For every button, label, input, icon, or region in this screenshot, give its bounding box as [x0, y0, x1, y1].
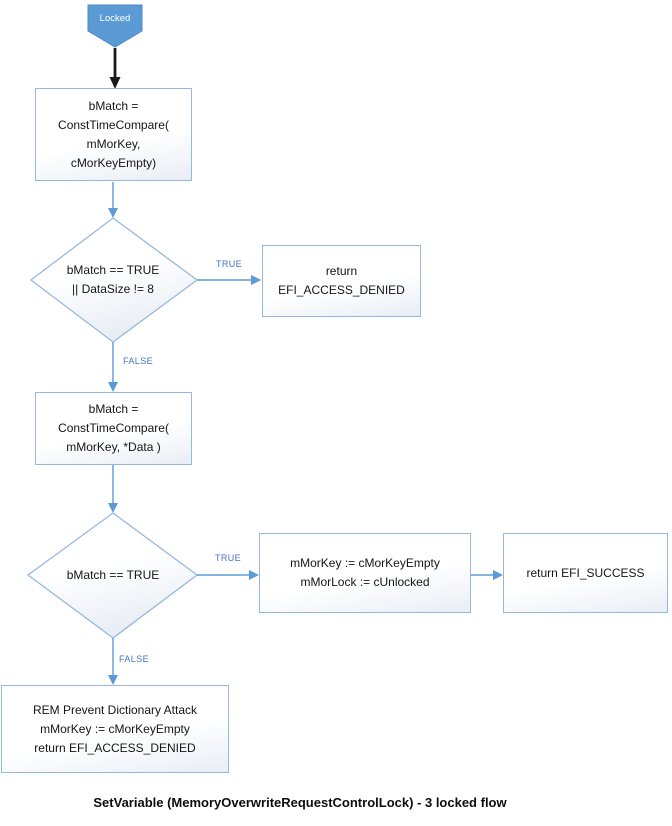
edge-arrowhead	[493, 570, 503, 580]
process-compare-empty: bMatch = ConstTimeCompare( mMorKey, cMor…	[35, 88, 192, 181]
process-compare-data: bMatch = ConstTimeCompare( mMorKey, *Dat…	[35, 392, 192, 465]
edge-label-decision1-true: TRUE	[215, 259, 243, 269]
process-access-denied-top: return EFI_ACCESS_DENIED	[262, 245, 421, 317]
edge-label-decision1-false: FALSE	[122, 356, 153, 366]
diagram-caption: SetVariable (MemoryOverwriteRequestContr…	[93, 795, 507, 810]
edge-arrowhead	[251, 275, 261, 285]
edge-label-decision2-false: FALSE	[118, 654, 149, 664]
start-node-shape	[87, 4, 143, 48]
edge-label-decision2-true: TRUE	[214, 553, 242, 563]
start-node-label: Locked	[99, 12, 131, 24]
edge-arrowhead	[108, 382, 118, 392]
edge-arrowhead	[108, 208, 118, 218]
edge-arrowhead	[108, 503, 118, 513]
start-arrowhead	[109, 77, 121, 89]
edge-arrowhead	[249, 570, 259, 580]
edge-arrowhead	[108, 675, 118, 685]
process-dictionary-attack: REM Prevent Dictionary Attack mMorKey :=…	[1, 685, 229, 773]
process-return-success: return EFI_SUCCESS	[503, 533, 668, 613]
decision2-shape	[26, 512, 199, 639]
process-unlock-actions: mMorKey := cMorKeyEmpty mMorLock := cUnl…	[259, 533, 471, 613]
decision1-shape	[29, 217, 199, 343]
